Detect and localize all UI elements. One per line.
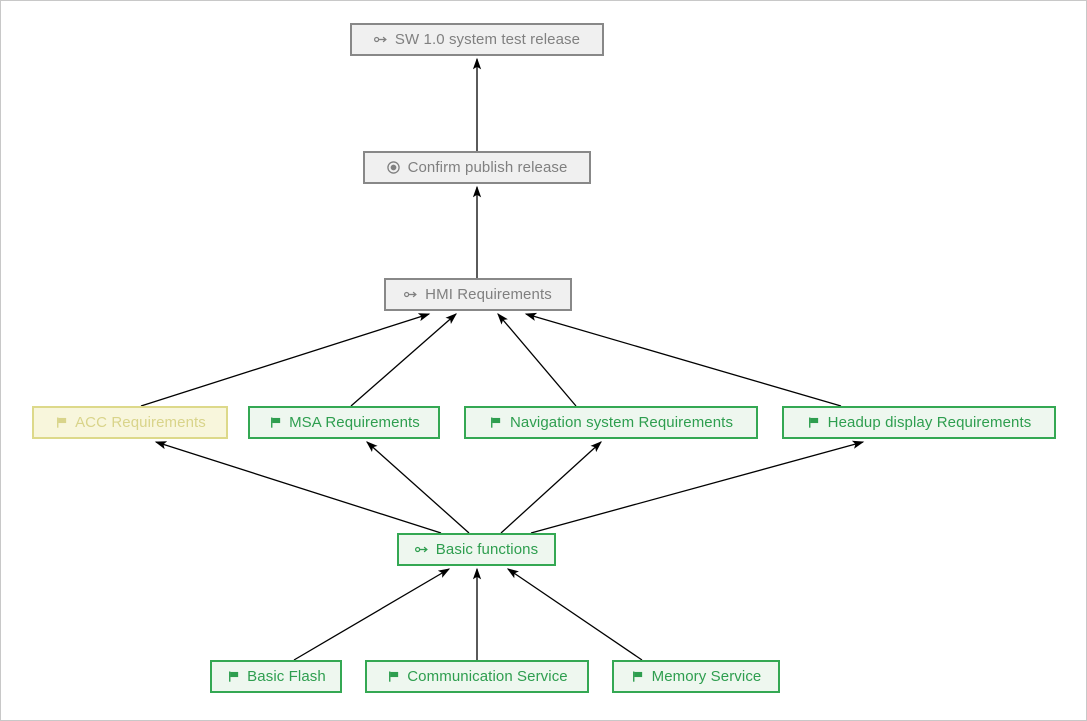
node-hmi-requirements[interactable]: HMI Requirements [384, 278, 572, 311]
edge-basic-functions-to-acc-requirements [154, 441, 442, 534]
edge-basic-functions-to-navigation-requirements [500, 441, 602, 534]
flag-icon [268, 416, 282, 430]
node-msa-requirements[interactable]: MSA Requirements [248, 406, 440, 439]
node-communication-service[interactable]: Communication Service [365, 660, 589, 693]
edge-acc-requirements-to-hmi-requirements [140, 313, 431, 407]
edge-basic-flash-to-basic-functions [293, 568, 451, 661]
edge-navigation-requirements-to-hmi-requirements [497, 313, 577, 407]
node-label: ACC Requirements [75, 414, 206, 431]
node-label: Memory Service [651, 668, 762, 685]
flag-icon [631, 670, 645, 684]
milestone-icon [414, 543, 429, 557]
milestone-icon [373, 33, 388, 47]
node-label: HMI Requirements [425, 286, 552, 303]
node-label: Basic functions [435, 541, 539, 558]
node-label: Basic Flash [247, 668, 326, 685]
node-label: Headup display Requirements [827, 414, 1032, 431]
node-label: MSA Requirements [289, 414, 420, 431]
node-acc-requirements[interactable]: ACC Requirements [32, 406, 228, 439]
node-label: SW 1.0 system test release [394, 31, 581, 48]
node-label: Navigation system Requirements [509, 414, 734, 431]
flag-icon [226, 670, 240, 684]
flag-icon [807, 416, 821, 430]
node-memory-service[interactable]: Memory Service [612, 660, 780, 693]
edges-group [140, 57, 865, 661]
edge-msa-requirements-to-hmi-requirements [350, 313, 457, 407]
radio-target-icon [387, 161, 401, 175]
edge-basic-functions-to-headup-requirements [530, 440, 865, 534]
edge-memory-service-to-basic-functions [506, 568, 643, 661]
node-basic-functions[interactable]: Basic functions [397, 533, 556, 566]
node-label: Communication Service [407, 668, 568, 685]
edge-basic-functions-to-msa-requirements [366, 441, 470, 534]
node-label: Confirm publish release [407, 159, 568, 176]
node-navigation-requirements[interactable]: Navigation system Requirements [464, 406, 758, 439]
edge-headup-requirements-to-hmi-requirements [524, 312, 842, 407]
flag-icon [54, 416, 68, 430]
flag-icon [386, 670, 400, 684]
node-basic-flash[interactable]: Basic Flash [210, 660, 342, 693]
node-headup-requirements[interactable]: Headup display Requirements [782, 406, 1056, 439]
milestone-icon [404, 288, 418, 302]
node-confirm-publish[interactable]: Confirm publish release [363, 151, 591, 184]
flag-icon [489, 416, 503, 430]
node-sw-release[interactable]: SW 1.0 system test release [350, 23, 604, 56]
